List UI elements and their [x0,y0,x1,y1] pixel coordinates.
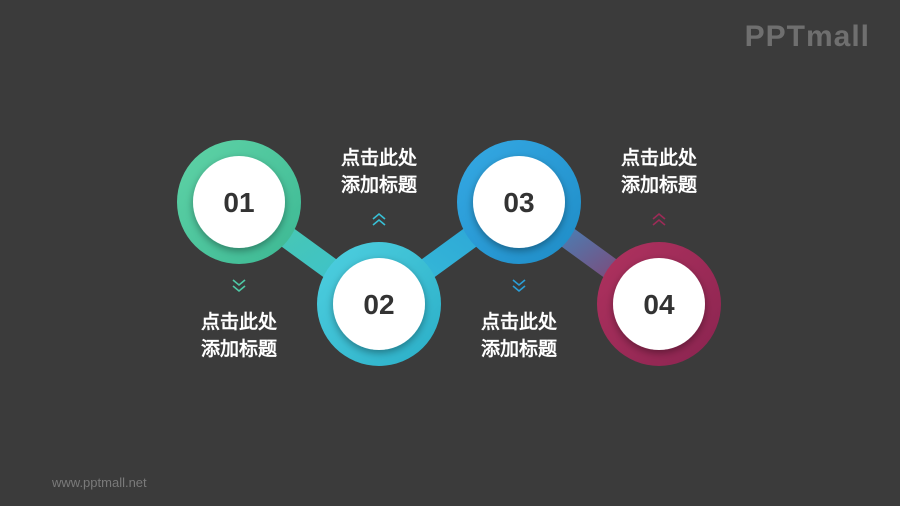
step-caption-02: 点击此处 添加标题 [309,145,449,199]
step-title-line1: 点击此处 [200,311,277,333]
step-node-03: 03 [457,140,581,264]
step-caption-04: 点击此处 添加标题 [589,145,729,199]
step-title-line2: 添加标题 [480,338,557,360]
brand-logo: PPTmall [744,20,870,53]
step-caption-01: 点击此处 添加标题 [169,309,309,363]
step-number-04: 04 [643,289,675,320]
step-number-02: 02 [363,289,394,320]
step-number-03: 03 [503,187,534,218]
step-node-01: 01 [177,140,301,264]
chevron-down-double-icon [512,279,526,293]
chevron-down-double-icon [232,279,246,293]
step-title-line1: 点击此处 [340,147,417,169]
chevron-up-double-icon [652,212,666,226]
step-node-04: 04 [597,242,721,366]
step-title-line2: 添加标题 [200,338,277,360]
step-caption-03: 点击此处 添加标题 [449,309,589,363]
step-title-line2: 添加标题 [340,174,417,196]
step-title-line2: 添加标题 [620,174,697,196]
step-node-02: 02 [317,242,441,366]
chevron-up-double-icon [372,212,386,226]
step-number-01: 01 [223,187,254,218]
step-title-line1: 点击此处 [620,147,697,169]
footer-url: www.pptmall.net [52,475,147,490]
step-title-line1: 点击此处 [480,311,557,333]
